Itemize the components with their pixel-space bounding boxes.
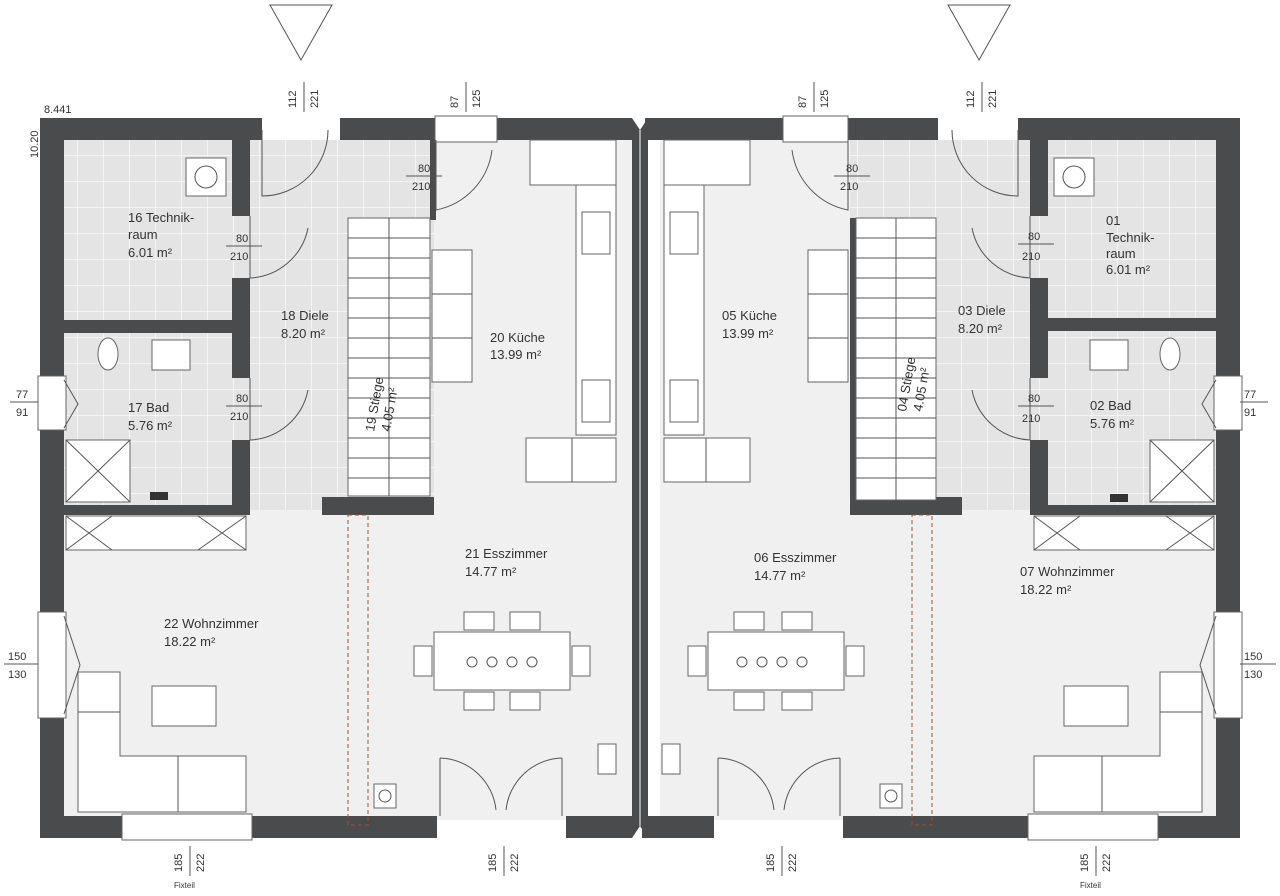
entry-dim-h-right: 221 (987, 90, 999, 108)
door-w-bad-left: 80 (236, 393, 248, 405)
room-05-name: 05 Küche (722, 308, 777, 323)
room-16-name: 16 Technik- (128, 210, 194, 225)
kitchen-window-w-right: 87 (797, 96, 809, 108)
staircase-right (855, 217, 937, 501)
staircase-left (347, 217, 431, 497)
room-22-area: 18.22 m² (164, 634, 216, 649)
room-06-area: 14.77 m² (754, 568, 806, 583)
room-01-num: 01 (1106, 213, 1120, 228)
living-window-w-left: 150 (8, 651, 26, 663)
door-h-bad-left: 210 (230, 411, 248, 423)
wardrobe-units (431, 249, 849, 383)
fixed-label-left: Fixteil (174, 881, 195, 890)
corner-height: 10.20 (29, 130, 41, 158)
door-w-diele-right: 80 (846, 163, 858, 175)
bottom-dim-h-3: 222 (787, 854, 799, 872)
room-16-area: 6.01 m² (128, 245, 173, 260)
room-20-name: 20 Küche (490, 330, 545, 345)
bath-window-w-left: 77 (16, 389, 28, 401)
bottom-dim-h-2: 222 (509, 854, 521, 872)
door-w-technik-left: 80 (236, 233, 248, 245)
doors (249, 129, 1031, 816)
room-16-name2: raum (128, 227, 158, 242)
room-05-area: 13.99 m² (722, 326, 774, 341)
room-20-area: 13.99 m² (490, 347, 542, 362)
room-18-name: 18 Diele (281, 308, 329, 323)
room-21-name: 21 Esszimmer (465, 546, 548, 561)
bottom-dim-w-2: 185 (487, 854, 499, 872)
living-furniture (65, 515, 1215, 813)
door-w-technik-right: 80 (1028, 231, 1040, 243)
room-17-area: 5.76 m² (128, 418, 173, 433)
walls (40, 118, 1240, 838)
entry-dim-h-left: 221 (309, 90, 321, 108)
door-w-bad-right: 80 (1028, 393, 1040, 405)
dining-table-right (687, 611, 865, 711)
kitchen-left (525, 139, 617, 483)
corner-width: 8.441 (44, 104, 72, 116)
room-07-name: 07 Wohnzimmer (1020, 564, 1115, 579)
kitchen-window-w-left: 87 (449, 96, 461, 108)
dining-table-left (413, 611, 591, 711)
door-w-diele-left: 80 (418, 163, 430, 175)
door-h-technik-right: 210 (1022, 251, 1040, 263)
room-07-area: 18.22 m² (1020, 582, 1072, 597)
bottom-dim-h-1: 222 (195, 854, 207, 872)
living-window-w-right: 150 (1244, 651, 1262, 663)
bottom-dim-w-4: 185 (1079, 854, 1091, 872)
bath-window-h-left: 91 (16, 407, 28, 419)
room-02-name: 02 Bad (1090, 398, 1131, 413)
kitchen-window-h-right: 125 (819, 90, 831, 108)
door-h-diele-left: 210 (412, 181, 430, 193)
stair-railing (347, 514, 933, 826)
room-21-area: 14.77 m² (465, 564, 517, 579)
kitchen-right (663, 139, 751, 483)
fixtures (65, 157, 1215, 503)
door-h-technik-left: 210 (230, 251, 248, 263)
room-01-name2: raum (1106, 246, 1136, 261)
dimension-labels: 8.441 10.20 112 221 112 221 87 125 87 12… (4, 82, 1276, 890)
fixed-label-right: Fixteil (1080, 881, 1101, 890)
room-03-name: 03 Diele (958, 303, 1006, 318)
windows (37, 115, 1243, 841)
bath-window-w-right: 77 (1244, 389, 1256, 401)
entry-dim-w-right: 112 (965, 90, 977, 108)
bottom-dim-w-3: 185 (765, 854, 777, 872)
room-03-area: 8.20 m² (958, 321, 1003, 336)
entrance-marker-right (947, 4, 1011, 62)
room-18-area: 8.20 m² (281, 326, 326, 341)
room-02-area: 5.76 m² (1090, 416, 1135, 431)
room-06-name: 06 Esszimmer (754, 550, 837, 565)
bath-window-h-right: 91 (1244, 407, 1256, 419)
room-01-name: Technik- (1106, 230, 1154, 245)
door-h-diele-right: 210 (840, 181, 858, 193)
room-22-name: 22 Wohnzimmer (164, 616, 259, 631)
door-h-bad-right: 210 (1022, 413, 1040, 425)
living-window-h-right: 130 (1244, 669, 1262, 681)
room-01-area: 6.01 m² (1106, 262, 1151, 277)
kitchen-window-h-left: 125 (471, 90, 483, 108)
entry-dim-w-left: 112 (287, 90, 299, 108)
bottom-dim-h-4: 222 (1101, 854, 1113, 872)
living-window-h-left: 130 (8, 669, 26, 681)
bottom-dim-w-1: 185 (173, 854, 185, 872)
room-17-name: 17 Bad (128, 400, 169, 415)
entrance-marker-left (269, 4, 333, 62)
